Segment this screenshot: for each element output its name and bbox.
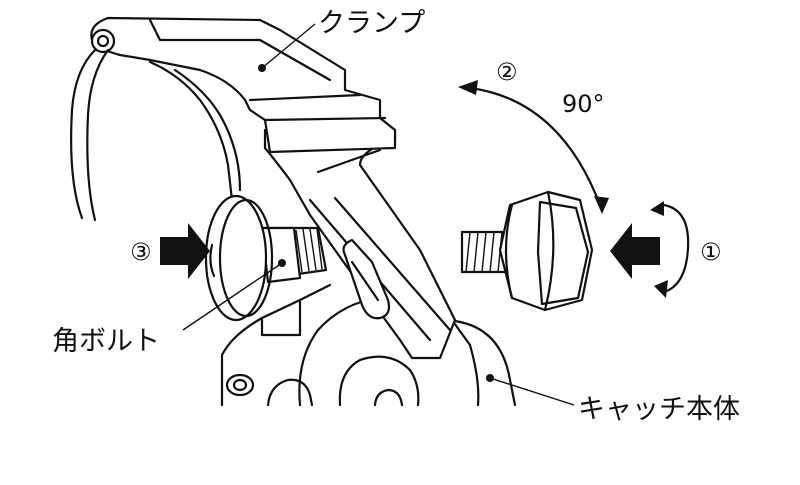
catch-body-label: キャッチ本体 xyxy=(578,394,740,425)
clamp-drawing xyxy=(70,16,397,222)
leader-lines xyxy=(182,23,575,406)
step-2-marker: ② xyxy=(496,58,518,86)
angle-label: 90° xyxy=(562,90,605,118)
step-3-marker: ③ xyxy=(130,238,152,266)
clamp-label: クランプ xyxy=(318,8,425,39)
square-bolt-label: 角ボルト xyxy=(52,326,160,357)
adjusting-bolt-drawing xyxy=(460,190,594,312)
step-1-marker: ① xyxy=(700,238,722,266)
square-bolt-drawing xyxy=(204,194,328,322)
rotation-arrow-icon xyxy=(650,201,690,298)
push-arrow-icon xyxy=(160,223,210,279)
swing-arrow-icon xyxy=(458,80,609,214)
push-arrow-icon xyxy=(610,223,660,279)
